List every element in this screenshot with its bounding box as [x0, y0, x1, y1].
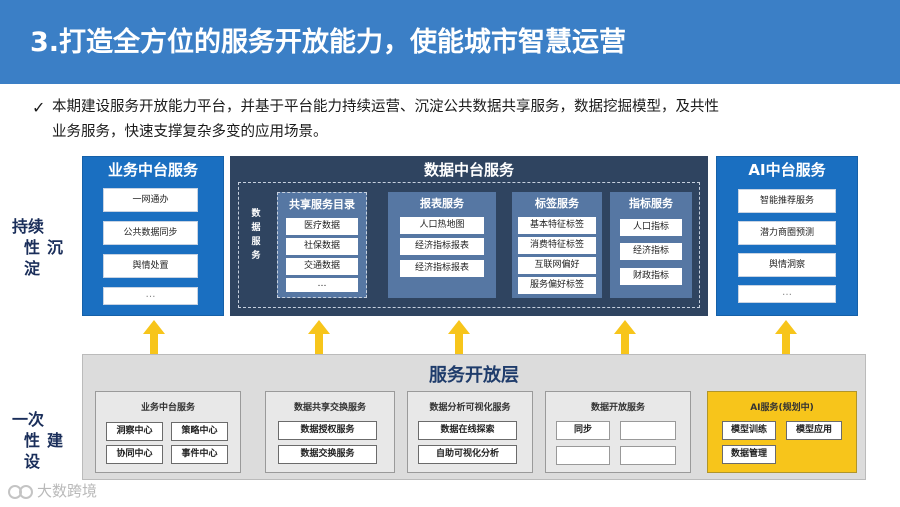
- data-visualization-group: 数据分析可视化服务 数据在线探索 自助可视化分析: [407, 391, 533, 473]
- business-service-panel: 业务中台服务 一网通办 公共数据同步 舆情处置 …: [82, 156, 224, 316]
- side-label-upper-1: 持续: [12, 217, 45, 236]
- catalog-item-more: …: [286, 278, 358, 292]
- tag-service-title: 标签服务: [535, 197, 579, 210]
- bottom-business-item[interactable]: 策略中心: [171, 422, 228, 441]
- report-service-title: 报表服务: [420, 197, 464, 210]
- metric-item[interactable]: 财政指标: [620, 268, 682, 285]
- tag-item[interactable]: 基本特征标签: [518, 217, 596, 234]
- open-item-empty[interactable]: [620, 421, 676, 440]
- page-title: 3.打造全方位的服务开放能力，使能城市智慧运营: [30, 27, 627, 58]
- report-item[interactable]: 经济指标报表: [400, 260, 484, 277]
- watermark: 大数跨境: [8, 480, 97, 501]
- bottom-ai-group: AI服务(规划中) 模型训练 模型应用 数据管理: [707, 391, 857, 473]
- business-item[interactable]: 舆情处置: [103, 254, 198, 278]
- catalog-item[interactable]: 社保数据: [286, 238, 358, 255]
- data-service-vertical-label: 数 据 服 务: [250, 207, 262, 263]
- report-item[interactable]: 经济指标报表: [400, 238, 484, 255]
- service-open-layer-title: 服务开放层: [429, 365, 519, 386]
- v-char: 数: [251, 209, 261, 219]
- exchange-item[interactable]: 数据授权服务: [278, 421, 377, 440]
- ai-service-item[interactable]: 模型训练: [722, 421, 776, 440]
- data-visualization-title: 数据分析可视化服务: [429, 403, 511, 413]
- metric-service-title: 指标服务: [629, 197, 673, 210]
- business-item[interactable]: 公共数据同步: [103, 221, 198, 245]
- side-label-upper-4: 淀: [24, 259, 41, 278]
- check-icon: ✓: [32, 98, 46, 117]
- data-panel-frame: [238, 182, 700, 308]
- viz-item[interactable]: 自助可视化分析: [418, 445, 517, 464]
- open-item-empty[interactable]: [620, 446, 676, 465]
- ai-item[interactable]: 潜力商圈预测: [738, 221, 836, 245]
- metric-item[interactable]: 人口指标: [620, 219, 682, 236]
- intro-line-1: 本期建设服务开放能力平台，并基于平台能力持续运营、沉淀公共数据共享服务，数据挖掘…: [52, 99, 719, 115]
- side-label-lower-2: 建: [47, 431, 64, 450]
- data-panel-title: 数据中台服务: [423, 161, 514, 179]
- side-label-upper-3: 性: [24, 238, 41, 257]
- tag-item[interactable]: 服务偏好标签: [518, 277, 596, 294]
- data-open-group: 数据开放服务 同步: [545, 391, 691, 473]
- bottom-business-title: 业务中台服务: [140, 403, 195, 413]
- metric-service-box: 指标服务 人口指标 经济指标 财政指标: [610, 192, 692, 298]
- title-bar: 3.打造全方位的服务开放能力，使能城市智慧运营: [0, 0, 900, 84]
- service-open-layer: 服务开放层 业务中台服务 洞察中心 策略中心 协同中心 事件中心 数据共享交换服…: [82, 354, 866, 480]
- business-item-more: …: [103, 287, 198, 305]
- ai-service-item[interactable]: 模型应用: [786, 421, 842, 440]
- watermark-logo-icon: [8, 484, 33, 499]
- bottom-business-group: 业务中台服务 洞察中心 策略中心 协同中心 事件中心: [95, 391, 241, 473]
- viz-item[interactable]: 数据在线探索: [418, 421, 517, 440]
- data-exchange-title: 数据共享交换服务: [293, 403, 366, 413]
- data-open-title: 数据开放服务: [590, 403, 645, 413]
- ai-service-panel: AI中台服务 智能推荐服务 潜力商圈预测 舆情洞察 …: [716, 156, 858, 316]
- open-item[interactable]: 同步: [556, 421, 610, 440]
- v-char: 服: [251, 237, 261, 247]
- side-label-lower-4: 设: [24, 452, 41, 471]
- bottom-ai-title: AI服务(规划中): [750, 403, 814, 413]
- tag-item[interactable]: 消费特征标签: [518, 237, 596, 254]
- report-item[interactable]: 人口热地图: [400, 217, 484, 234]
- tag-service-box: 标签服务 基本特征标签 消费特征标签 互联网偏好 服务偏好标签: [512, 192, 602, 298]
- tag-item[interactable]: 互联网偏好: [518, 257, 596, 274]
- up-arrow-icon: [448, 320, 470, 356]
- shared-catalog-box: 共享服务目录 医疗数据 社保数据 交通数据 …: [277, 192, 367, 298]
- catalog-item[interactable]: 交通数据: [286, 258, 358, 275]
- data-exchange-group: 数据共享交换服务 数据授权服务 数据交换服务: [265, 391, 395, 473]
- side-label-upper-2: 沉: [47, 238, 64, 257]
- business-item[interactable]: 一网通办: [103, 188, 198, 212]
- watermark-text: 大数跨境: [37, 482, 98, 500]
- catalog-item[interactable]: 医疗数据: [286, 218, 358, 235]
- ai-service-item[interactable]: 数据管理: [722, 445, 776, 464]
- up-arrow-icon: [614, 320, 636, 356]
- ai-panel-title: AI中台服务: [748, 161, 826, 179]
- bottom-business-item[interactable]: 洞察中心: [106, 422, 163, 441]
- side-label-lower-1: 一次: [12, 410, 45, 429]
- v-char: 据: [251, 223, 261, 233]
- ai-item-more: …: [738, 285, 836, 303]
- ai-item[interactable]: 舆情洞察: [738, 253, 836, 277]
- business-panel-title: 业务中台服务: [107, 161, 198, 179]
- up-arrow-icon: [775, 320, 797, 356]
- metric-item[interactable]: 经济指标: [620, 243, 682, 260]
- bottom-business-item[interactable]: 事件中心: [171, 445, 228, 464]
- intro-text: ✓ 本期建设服务开放能力平台，并基于平台能力持续运营、沉淀公共数据共享服务，数据…: [32, 95, 882, 145]
- exchange-item[interactable]: 数据交换服务: [278, 445, 377, 464]
- report-service-box: 报表服务 人口热地图 经济指标报表 经济指标报表: [388, 192, 496, 298]
- v-char: 务: [251, 251, 261, 261]
- side-label-lower-3: 性: [24, 431, 41, 450]
- up-arrow-icon: [308, 320, 330, 356]
- open-item-empty[interactable]: [556, 446, 610, 465]
- bottom-business-item[interactable]: 协同中心: [106, 445, 163, 464]
- ai-item[interactable]: 智能推荐服务: [738, 189, 836, 213]
- shared-catalog-title: 共享服务目录: [289, 198, 355, 211]
- intro-line-2: 业务服务，快速支撑复杂多变的应用场景。: [52, 124, 328, 140]
- up-arrow-icon: [143, 320, 165, 356]
